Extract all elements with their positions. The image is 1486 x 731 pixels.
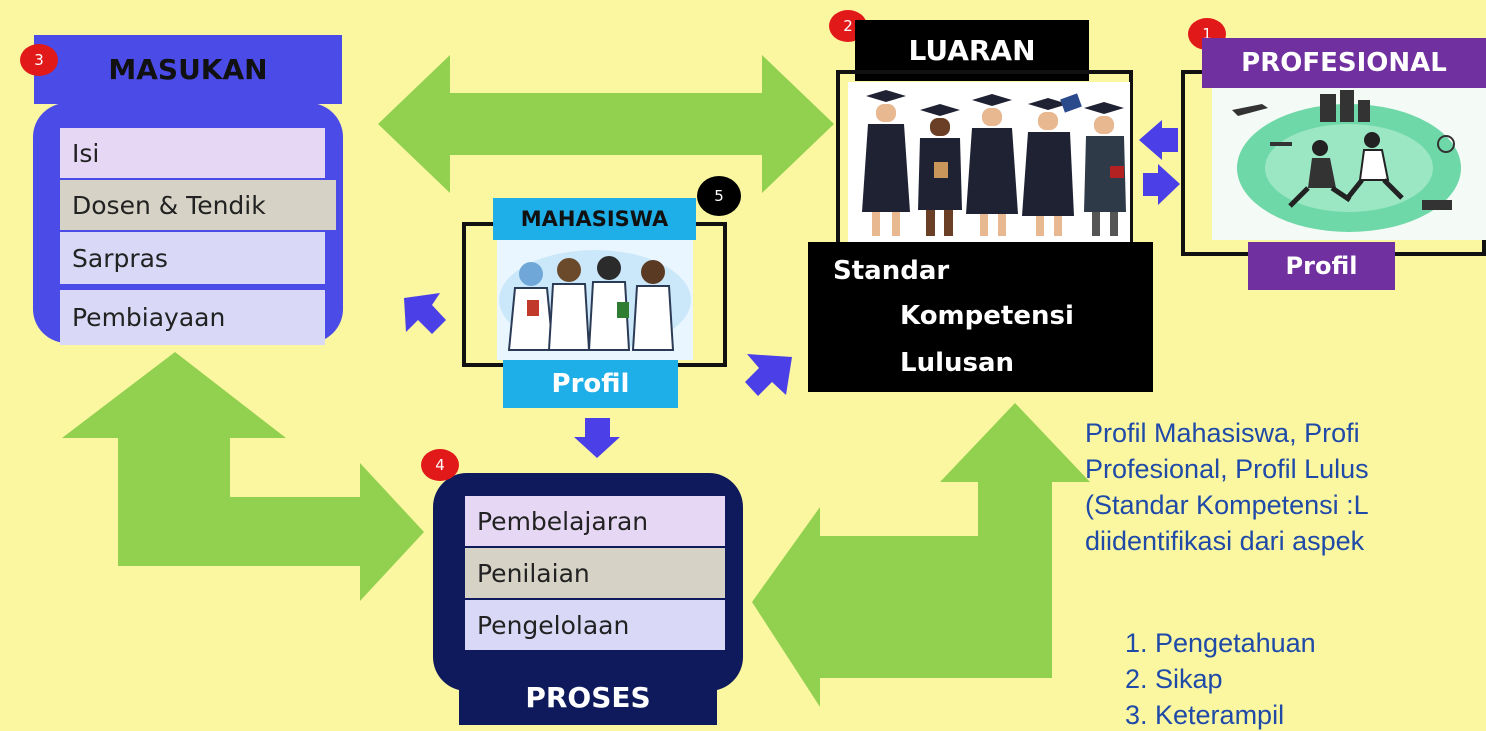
- masukan-title: MASUKAN: [34, 35, 342, 104]
- proses-item-penilaian: Penilaian: [465, 548, 725, 598]
- proses-luaran-l-arrow: [752, 403, 1090, 707]
- standar-kompetensi-box: [808, 242, 1153, 392]
- description-line-4: diidentifikasi dari aspek: [1085, 526, 1365, 556]
- profesional-title: PROFESIONAL: [1202, 38, 1486, 88]
- aspect-item-1: 1. Pengetahuan: [1125, 628, 1316, 658]
- standar-line-3: Lulusan: [900, 348, 1015, 378]
- aspect-item-3: 3. Keterampil: [1125, 700, 1285, 730]
- masukan-item-sarpras: Sarpras: [60, 232, 325, 284]
- masukan-luaran-double-arrow: [378, 55, 834, 193]
- profesional-illustration: [1232, 90, 1461, 232]
- mahasiswa-title: MAHASISWA: [493, 198, 696, 240]
- graduates-illustration: [862, 90, 1126, 236]
- description-line-1: Profil Mahasiswa, Profi: [1085, 418, 1360, 448]
- masukan-item-pembiayaan: Pembiayaan: [60, 290, 325, 345]
- arrow-to-proses: [574, 418, 620, 458]
- profesional-profile-label: Profil: [1248, 242, 1395, 290]
- students-illustration: [499, 250, 691, 351]
- profesional-image: [1212, 88, 1486, 240]
- masukan-item-dosen: Dosen & Tendik: [60, 180, 336, 230]
- arrow-profesional-to-luaran: [1139, 120, 1178, 160]
- proses-item-pengelolaan: Pengelolaan: [465, 600, 725, 650]
- students-image: [497, 240, 693, 360]
- masukan-proses-l-arrow: [62, 352, 424, 601]
- arrow-luaran-to-profesional: [1143, 164, 1180, 205]
- mahasiswa-profile-label: Profil: [503, 360, 678, 408]
- aspect-item-2: 2. Sikap: [1125, 664, 1223, 694]
- masukan-item-isi: Isi: [60, 128, 325, 178]
- proses-item-pembelajaran: Pembelajaran: [465, 496, 725, 546]
- standar-line-2: Kompetensi: [900, 301, 1074, 331]
- arrow-to-luaran: [745, 354, 792, 396]
- description-line-2: Profesional, Profil Lulus: [1085, 454, 1369, 484]
- proses-title: PROSES: [459, 670, 717, 725]
- mahasiswa-number-badge: 5: [697, 176, 741, 216]
- graduates-image: [848, 82, 1130, 242]
- standar-line-1: Standar: [833, 256, 950, 286]
- arrow-to-masukan: [404, 293, 446, 334]
- proses-number-badge: 4: [421, 449, 459, 481]
- description-line-3: (Standar Kompetensi :L: [1085, 490, 1369, 520]
- masukan-number-badge: 3: [20, 44, 58, 76]
